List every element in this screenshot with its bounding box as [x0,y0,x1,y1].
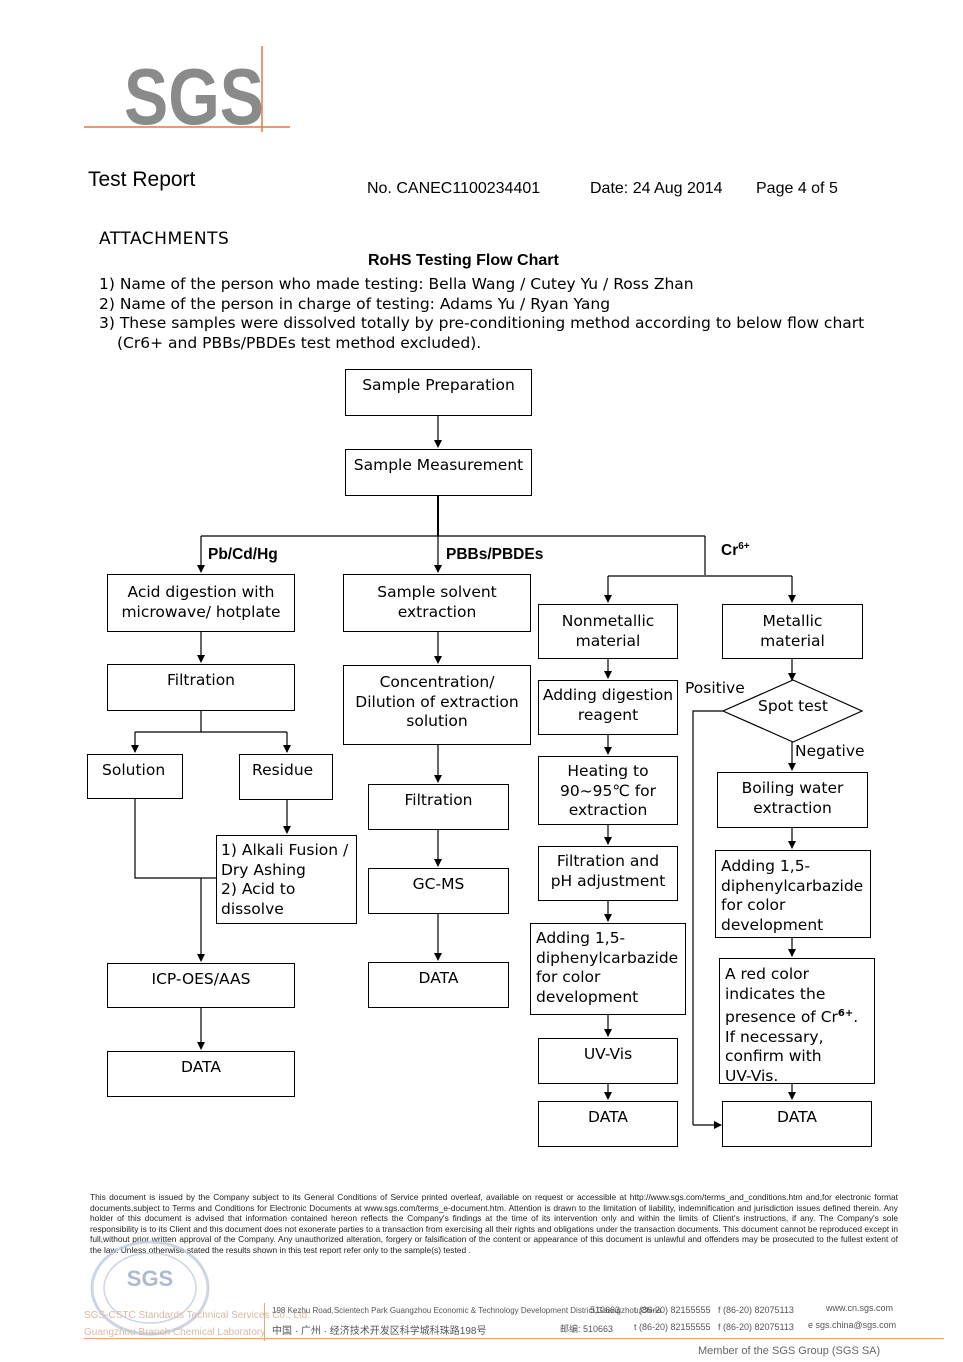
box-boiling-water: Boiling water extraction [717,772,868,828]
box-sample-preparation: Sample Preparation [345,369,532,416]
branch-label-pb-cd-hg: Pb/Cd/Hg [208,546,278,563]
box-solution: Solution [87,754,183,799]
branch-label-cr: Cr [721,542,739,560]
branch-label-cr6: Cr6+ [721,541,750,560]
box-filtration-ph: Filtration and pH adjustment [538,846,678,901]
box-red-color: A red color indicates the presence of Cr… [719,958,875,1085]
stamp-graphic: SGS [90,1240,210,1336]
box-alkali-fusion: 1) Alkali Fusion / Dry Ashing 2) Acid to… [216,835,357,924]
box-metallic-material: Metallic material [722,604,863,659]
footer-member: Member of the SGS Group (SGS SA) [698,1345,881,1357]
document-type: Test Report [88,168,196,191]
company-stamp: SGS [86,1236,216,1336]
sgs-logo-text: SGS [124,52,264,134]
box-filtration-1: Filtration [107,664,295,711]
footer-postcode-en: 510663 [590,1305,621,1315]
sgs-logo: SGS [84,44,294,141]
legal-fine-print: This document is issued by the Company s… [90,1192,898,1255]
line-spot-positive [692,710,723,1125]
footer-web: www.cn.sgs.com [826,1303,894,1313]
box-nonmetallic-material: Nonmetallic material [538,604,678,659]
label-negative: Negative [795,742,865,760]
line-solution-down [134,799,201,879]
footer-company-en: SGS-CSTC Standards Technical Services Co… [84,1310,311,1321]
footer-tel-en: t (86-20) 82155555 [634,1305,711,1315]
box-data-3: DATA [538,1101,678,1147]
footer-divider-vertical [264,1303,265,1341]
spot-test-diamond [721,679,864,743]
box-uv-vis: UV-Vis [538,1038,678,1084]
box-concentration: Concentration/ Dilution of extraction so… [343,665,531,745]
line-filtration-down [135,711,287,733]
box-acid-digestion: Acid digestion with microwave/ hotplate [107,574,295,632]
box-adding-dpc-1: Adding 1,5- diphenylcarbazide for color … [530,923,686,1015]
footer-fax-en: f (86-20) 82075113 [718,1305,794,1315]
branch-label-cr-sup: 6+ [738,541,750,552]
box-heating: Heating to 90~95℃ for extraction [538,756,678,825]
footer-postcode-cn: 邮编: 510663 [560,1324,614,1334]
red-color-text-2: . If necessary, confirm with UV-Vis. [725,1008,859,1085]
box-icp-oes-aas: ICP-OES/AAS [107,963,295,1008]
stamp-text: SGS [127,1266,173,1291]
report-date: Date: 24 Aug 2014 [590,180,723,197]
chart-title: RoHS Testing Flow Chart [368,252,559,269]
box-sample-measurement: Sample Measurement [345,449,532,496]
box-residue: Residue [239,754,333,800]
red-color-sup: 6+ [837,1008,854,1019]
section-title: ATTACHMENTS [99,229,230,249]
sgs-logo-graphic: SGS [84,46,290,141]
note-3: 3) These samples were dissolved totally … [99,314,865,332]
note-4: (Cr6+ and PBBs/PBDEs test method exclude… [117,333,482,352]
footer-address-en: 198 Kezhu Road,Scientech Park Guangzhou … [272,1306,662,1315]
box-data-4: DATA [722,1101,872,1147]
box-data-2: DATA [368,962,509,1008]
box-gc-ms: GC-MS [368,868,509,914]
box-adding-digestion-reagent: Adding digestion reagent [538,680,678,735]
footer-email: e sgs.china@sgs.com [808,1320,897,1330]
branch-label-pbbs-pbdes: PBBs/PBDEs [446,546,544,563]
box-solvent-extraction: Sample solvent extraction [343,574,531,632]
note-1: 1) Name of the person who made testing: … [99,275,694,293]
box-filtration-2: Filtration [368,784,509,830]
footer-fax-cn: f (86-20) 82075113 [718,1322,794,1332]
note-2: 2) Name of the person in charge of testi… [99,294,611,313]
page-number: Page 4 of 5 [756,180,838,197]
report-number: No. CANEC1100234401 [367,180,541,197]
red-color-text-1: A red color indicates the presence of Cr [725,965,838,1027]
footer-tel-cn: t (86-20) 82155555 [634,1322,711,1332]
label-spot-test: Spot test [758,697,828,715]
footer-address-cn: 中国 · 广州 · 经济技术开发区科学城科珠路198号 [272,1326,487,1337]
notes: 1) Name of the person who made testing: … [99,275,864,353]
box-data-1: DATA [107,1051,295,1097]
footer-divider-horizontal [84,1338,944,1339]
footer-company-lab: Guangzhou Branch Chemical Laboratory [84,1327,266,1338]
box-adding-dpc-2: Adding 1,5- diphenylcarbazide for color … [715,850,871,938]
label-positive: Positive [685,679,745,697]
